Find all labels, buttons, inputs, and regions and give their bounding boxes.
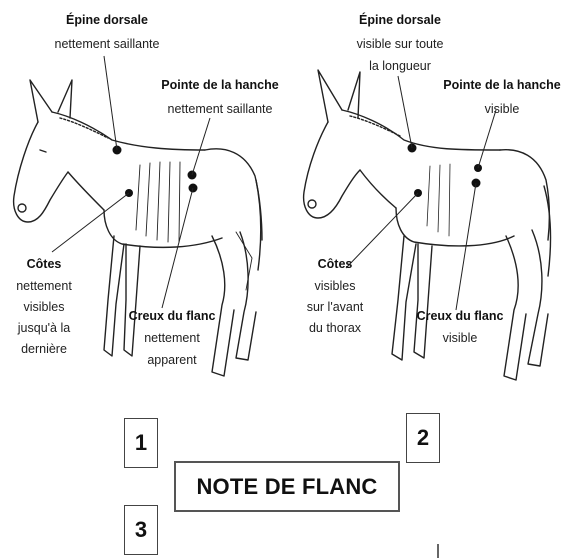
left-ribs-desc-3: jusqu'à la xyxy=(17,321,70,335)
right-ribs-desc-2: sur l'avant xyxy=(307,300,364,314)
score-box-3-label: 3 xyxy=(134,517,148,542)
page-title: NOTE DE FLANC xyxy=(196,473,378,499)
left-flank-desc-1: nettement xyxy=(144,331,200,345)
right-hip-desc: visible xyxy=(485,102,520,116)
right-spine-desc-2: la longueur xyxy=(369,59,431,73)
score-box-2-label: 2 xyxy=(416,425,430,450)
page-title-box: NOTE DE FLANC xyxy=(174,461,400,512)
score-box-1: 1 xyxy=(124,418,158,468)
right-flank-desc: visible xyxy=(443,331,478,345)
score-box-2: 2 xyxy=(406,413,440,463)
left-flank-title: Creux du flanc xyxy=(129,309,216,323)
right-ribs-desc-3: du thorax xyxy=(309,321,362,335)
right-spine-desc-1: visible sur toute xyxy=(357,37,444,51)
left-flank-desc-2: apparent xyxy=(147,353,197,367)
score-box-1-label: 1 xyxy=(134,430,148,455)
right-hip-title: Pointe de la hanche xyxy=(443,78,560,92)
right-ribs-title: Côtes xyxy=(318,257,353,271)
right-leader-lines xyxy=(345,75,497,311)
left-spine-desc: nettement saillante xyxy=(55,37,160,51)
left-hip-desc: nettement saillante xyxy=(168,102,273,116)
left-hip-title: Pointe de la hanche xyxy=(161,78,278,92)
left-spine-title: Épine dorsale xyxy=(66,12,148,27)
score-box-3: 3 xyxy=(124,505,158,555)
right-spine-title: Épine dorsale xyxy=(359,12,441,27)
left-donkey-illustration xyxy=(12,79,263,377)
right-donkey-illustration xyxy=(302,69,552,381)
left-ribs-title: Côtes xyxy=(27,257,62,271)
left-leader-lines xyxy=(51,55,211,309)
right-ribs-desc-1: visibles xyxy=(315,279,356,293)
left-ribs-desc-1: nettement xyxy=(16,279,72,293)
left-ribs-desc-2: visibles xyxy=(24,300,65,314)
left-ribs-desc-4: dernière xyxy=(21,342,67,356)
right-flank-title: Creux du flanc xyxy=(417,309,504,323)
